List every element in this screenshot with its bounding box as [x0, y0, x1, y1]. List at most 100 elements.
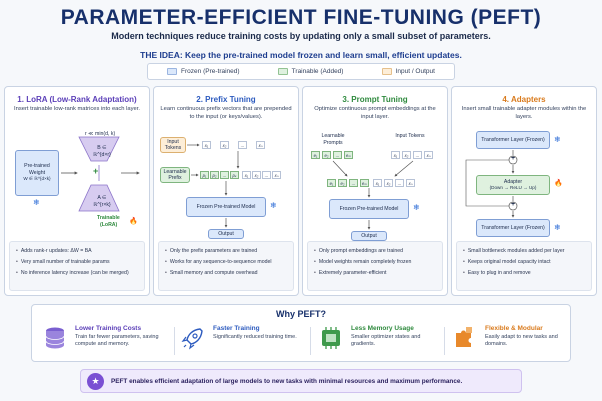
benefit-flexible: Flexible & Modular Easily adapt to new t… [452, 323, 582, 359]
why-peft-section: Why PEFT? Lower Training Costs Train far… [31, 304, 571, 362]
token: p₁ [200, 171, 209, 179]
token: x₂ [384, 179, 393, 187]
legend: Frozen (Pre-trained) Trainable (Added) I… [147, 63, 455, 80]
plus-symbol: + [510, 155, 516, 162]
flame-icon: 🔥 [554, 180, 563, 187]
token: eₘ [360, 179, 369, 187]
lora-panel: 1. LoRA (Low-Rank Adaptation) Insert tra… [4, 86, 150, 296]
prefix-bullets: Only the prefix parameters are trained W… [158, 241, 294, 291]
list-item: Adds rank-r updates: ΔW = BA [16, 246, 140, 257]
benefit-lower-costs: Lower Training Costs Train far fewer par… [42, 323, 172, 359]
lora-title: 1. LoRA (Low-Rank Adaptation) [17, 95, 137, 104]
plus-symbol: + [510, 201, 516, 208]
list-item: Extremely parameter-efficient [314, 268, 438, 279]
token: e₁ [311, 151, 320, 159]
frozen-swatch [167, 68, 178, 75]
frozen-model-box: Frozen Pre-trained Model [186, 197, 266, 217]
output-box: Output [351, 231, 387, 241]
token: x₁ [202, 141, 211, 149]
token: x₂ [252, 171, 261, 179]
frozen-model-box: Frozen Pre-trained Model [329, 199, 409, 219]
list-item: Keeps original model capacity intact [463, 257, 587, 268]
pretrained-weight-box: Pre-trained Weight W ∈ ℝ^{d×k} [15, 150, 59, 196]
benefit-title: Lower Training Costs [75, 325, 142, 332]
list-item: Works for any sequence-to-sequence model [165, 257, 289, 268]
list-item: Only prompt embeddings are trained [314, 246, 438, 257]
prompt-panel: 3. Prompt Tuning Optimize continuous pro… [302, 86, 448, 296]
output-box: Output [208, 229, 244, 239]
benefit-desc: Easily adapt to new tasks and domains. [485, 334, 558, 347]
token: x₁ [242, 171, 251, 179]
benefit-less-memory: Less Memory Usage Smaller optimizer stat… [318, 323, 448, 359]
list-item: No inference latency increase (can be me… [16, 268, 140, 279]
legend-label: Input / Output [395, 68, 435, 75]
snowflake-icon: ❄ [33, 198, 40, 207]
list-item: Small memory and compute overhead [165, 268, 289, 279]
token: e₁ [327, 179, 336, 187]
snowflake-icon: ❄ [554, 135, 561, 144]
trainable-sub: (LoRA) [100, 222, 118, 228]
transformer-layer-bottom: Transformer Layer (Frozen) [476, 219, 550, 237]
legend-item-io: Input / Output [381, 68, 435, 75]
lora-bullets: Adds rank-r updates: ΔW = BA Very small … [9, 241, 145, 291]
matrix-b-label: B ∈ ℝ^{d×r} [93, 145, 111, 158]
prefix-description: Learn continuous prefix vectors that are… [160, 106, 292, 120]
prompt-title: 3. Prompt Tuning [342, 95, 408, 104]
token: ... [395, 179, 404, 187]
adapter-label: Adapter [503, 178, 523, 185]
token: eₘ [344, 151, 353, 159]
benefit-faster-training: Faster Training Significantly reduced tr… [180, 323, 310, 359]
divider [444, 327, 445, 355]
legend-label: Trainable (Added) [291, 68, 344, 75]
benefit-title: Flexible & Modular [485, 325, 543, 332]
list-item: Very small number of trainable params [16, 257, 140, 268]
legend-label: Frozen (Pre-trained) [181, 68, 240, 75]
learnable-prefix-box: Learnable Prefix [160, 167, 190, 183]
token: e₂ [322, 151, 331, 159]
input-tokens-label: Input Tokens [395, 133, 425, 139]
weight-label: Pre-trained Weight [24, 163, 50, 176]
trainable-label: Trainable [97, 215, 120, 221]
adapter-box: Adapter (Down → ReLU → Up) [476, 175, 550, 195]
token: e₂ [338, 179, 347, 187]
prompt-bullets: Only prompt embeddings are trained Model… [307, 241, 443, 291]
input-tokens-box: Input Tokens [160, 137, 186, 153]
transformer-layer-top: Transformer Layer (Frozen) [476, 131, 550, 149]
divider [310, 327, 311, 355]
token: ... [333, 151, 342, 159]
token: x₁ [373, 179, 382, 187]
idea-statement: THE IDEA: Keep the pre-trained model fro… [140, 50, 462, 60]
database-icon [45, 327, 65, 349]
page-title: PARAMETER-EFFICIENT FINE-TUNING (PEFT) [60, 6, 542, 29]
weight-dim: W ∈ ℝ^{d×k} [23, 176, 51, 182]
token: ... [413, 151, 422, 159]
matrix-a-label: A ∈ ℝ^{r×k} [93, 195, 111, 208]
legend-item-trainable: Trainable (Added) [277, 68, 344, 75]
adapters-bullets: Small bottleneck modules added per layer… [456, 241, 592, 291]
list-item: Small bottleneck modules added per layer [463, 246, 587, 257]
token: xₙ [256, 141, 265, 149]
token: ... [220, 171, 229, 179]
benefit-title: Less Memory Usage [351, 325, 414, 332]
list-item: Only the prefix parameters are trained [165, 246, 289, 257]
list-item: Easy to plug in and remove [463, 268, 587, 279]
why-title: Why PEFT? [276, 309, 326, 319]
benefit-desc: Train far fewer parameters, saving compu… [75, 334, 159, 347]
learnable-prompts-label: Learnable Prompts [321, 133, 345, 146]
flame-icon: 🔥 [129, 218, 138, 225]
token: pₖ [230, 171, 239, 179]
token: xₙ [272, 171, 281, 179]
puzzle-icon [456, 327, 472, 347]
token: xₙ [406, 179, 415, 187]
snowflake-icon: ❄ [413, 203, 420, 212]
plus-symbol: + [93, 166, 99, 176]
star-icon: ★ [87, 373, 104, 390]
token: p₂ [210, 171, 219, 179]
legend-item-frozen: Frozen (Pre-trained) [167, 68, 240, 75]
adapter-sub: (Down → ReLU → Up) [489, 185, 537, 190]
lora-description: Insert trainable low-rank matrices into … [14, 106, 140, 112]
snowflake-icon: ❄ [554, 223, 561, 232]
rank-note: r ≪ min(d, k) [85, 131, 116, 137]
token: xₙ [424, 151, 433, 159]
adapters-title: 4. Adapters [502, 95, 546, 104]
